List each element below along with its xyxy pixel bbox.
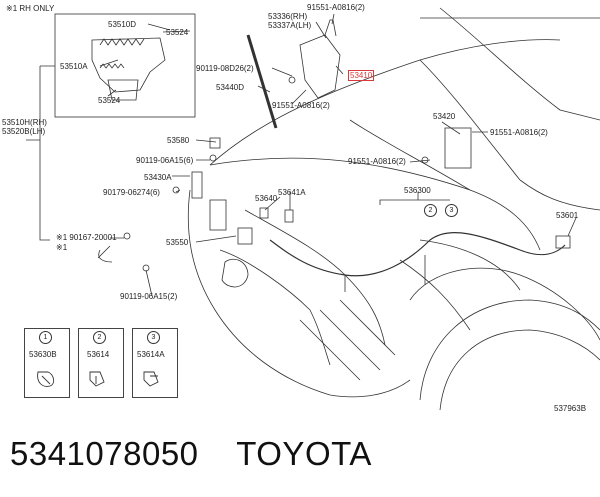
legend-num-1: 1 — [39, 331, 52, 344]
label-90119-08d26[interactable]: 90119-08D26(2) — [196, 64, 254, 73]
label-53440d[interactable]: 53440D — [216, 83, 245, 92]
callout-2: 2 — [424, 204, 437, 217]
diagram-reference-code: 537963B — [554, 404, 587, 413]
label-53337a-lh[interactable]: 53337A(LH) — [268, 21, 312, 30]
label-90167-20001[interactable]: ※1 90167-20001 — [56, 233, 117, 242]
harness — [269, 232, 566, 277]
lock-body — [91, 37, 166, 93]
label-53410-highlighted[interactable]: 53410 — [348, 70, 375, 81]
label-53510d[interactable]: 53510D — [108, 20, 137, 29]
label-53550[interactable]: 53550 — [166, 238, 189, 247]
label-91551-mid[interactable]: 91551-A0816(2) — [348, 157, 406, 166]
label-90119-06a15-2[interactable]: 90119-06A15(2) — [120, 292, 178, 301]
label-90179-06274[interactable]: 90179-06274(6) — [103, 188, 160, 197]
clip-icon-1 — [37, 371, 55, 387]
hood-outline — [209, 39, 561, 166]
label-90119-06a15-6[interactable]: 90119-06A15(6) — [136, 156, 194, 165]
legend-label-53614a[interactable]: 53614A — [137, 350, 165, 359]
label-rh-mark: ※1 — [56, 243, 68, 252]
label-53430a[interactable]: 53430A — [144, 173, 172, 182]
label-536300[interactable]: 536300 — [404, 186, 431, 195]
legend-box-1 — [24, 328, 70, 398]
label-53580[interactable]: 53580 — [167, 136, 190, 145]
spring-lower — [99, 63, 125, 69]
label-53640[interactable]: 53640 — [255, 194, 278, 203]
part-number: 5341078050 — [10, 435, 199, 472]
legend-label-53614[interactable]: 53614 — [87, 350, 110, 359]
clip-icon-3 — [143, 371, 159, 387]
callout-3: 3 — [445, 204, 458, 217]
clip-icon-2 — [89, 371, 105, 387]
headlight — [399, 239, 521, 331]
legend-box-2 — [78, 328, 124, 398]
label-53510h-rh[interactable]: 53510H(RH) — [2, 118, 47, 127]
grille — [219, 249, 331, 366]
legend-num-2: 2 — [93, 331, 106, 344]
legend-box-3 — [132, 328, 178, 398]
windshield — [420, 7, 600, 121]
label-91551-right[interactable]: 91551-A0816(2) — [490, 128, 548, 137]
wheel — [419, 299, 600, 401]
label-53641a[interactable]: 53641A — [278, 188, 306, 197]
footer: 5341078050 TOYOTA — [10, 432, 372, 476]
lock-plate — [107, 79, 139, 101]
leaders — [97, 13, 577, 297]
label-53524-top[interactable]: 53524 — [166, 28, 189, 37]
label-53420[interactable]: 53420 — [433, 112, 456, 121]
label-53336-rh[interactable]: 53336(RH) — [268, 12, 308, 21]
fender — [409, 267, 600, 341]
label-53520b-lh[interactable]: 53520B(LH) — [2, 127, 46, 136]
label-91551-top[interactable]: 91551-A0816(2) — [307, 3, 365, 12]
front-bumper — [187, 189, 411, 398]
spring-upper — [99, 38, 145, 46]
label-53601[interactable]: 53601 — [556, 211, 579, 220]
legend-label-53630b[interactable]: 53630B — [29, 350, 57, 359]
legend-clip-icons — [37, 371, 159, 387]
parts-diagram — [26, 7, 600, 411]
label-53524-bottom[interactable]: 53524 — [98, 96, 121, 105]
legend-num-3: 3 — [147, 331, 160, 344]
rh-only-note: ※1 RH ONLY — [6, 4, 55, 13]
label-91551-hinge[interactable]: 91551-A0816(2) — [272, 101, 330, 110]
emblem — [221, 258, 249, 288]
leader-53510 — [26, 65, 55, 241]
brand-name: TOYOTA — [236, 435, 372, 472]
inset-box — [54, 13, 196, 118]
label-53510a[interactable]: 53510A — [60, 62, 88, 71]
